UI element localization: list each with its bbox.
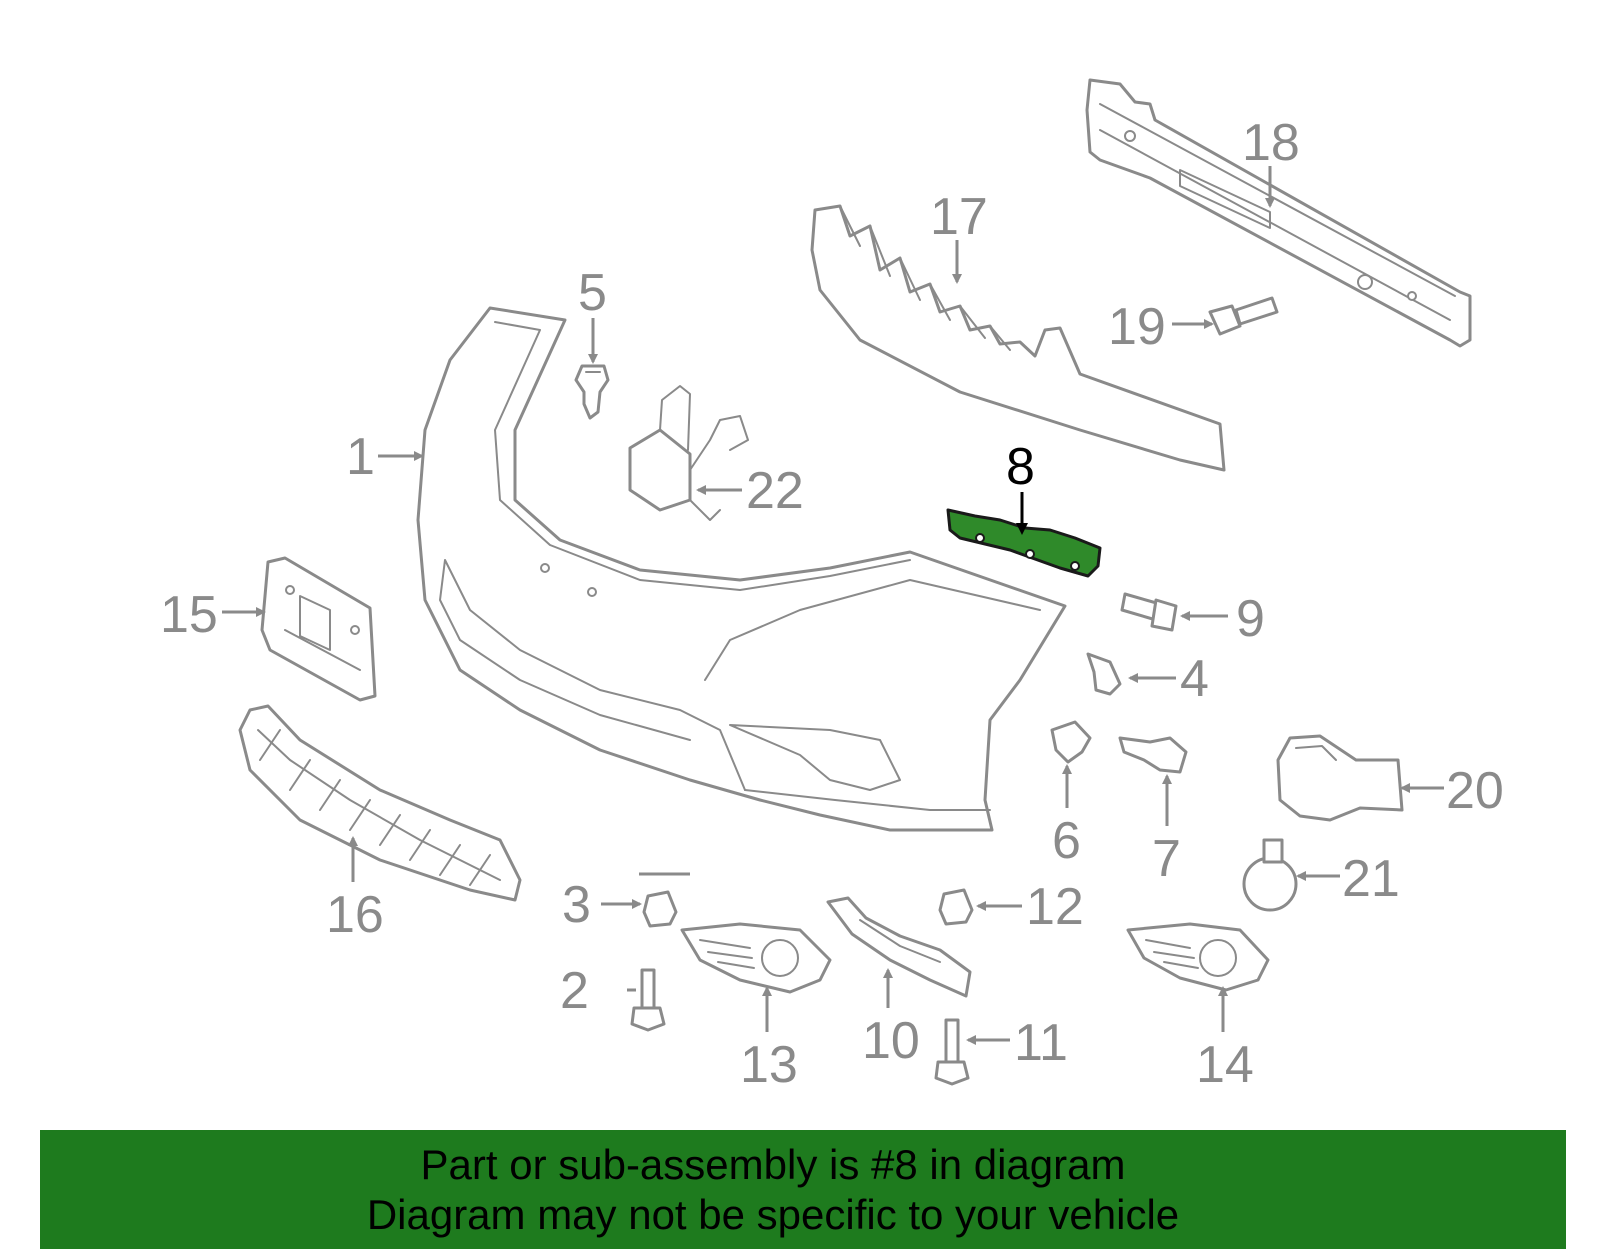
callout-arrows — [222, 166, 1444, 1045]
part-20-sensor-bracket — [1276, 734, 1404, 822]
callout-15: 15 — [160, 586, 218, 644]
part-18-reinforcement-beam — [1085, 78, 1472, 348]
parts-diagram: 1 2 3 4 5 6 7 8 9 10 11 12 13 14 15 16 1… — [160, 78, 1504, 1094]
part-19-bolt — [1208, 296, 1279, 336]
callout-13: 13 — [740, 1036, 798, 1094]
callout-10: 10 — [862, 1012, 920, 1070]
callout-6: 6 — [1052, 812, 1081, 870]
callout-7: 7 — [1152, 830, 1181, 888]
part-11-bolt — [934, 1018, 970, 1086]
callout-labels: 1 2 3 4 5 6 7 8 9 10 11 12 13 14 15 16 1… — [160, 114, 1504, 1094]
callout-14: 14 — [1196, 1036, 1254, 1094]
callout-22: 22 — [746, 462, 804, 520]
part-1-bumper-cover — [416, 306, 1067, 832]
part-13-fog-lamp-cover-left — [680, 922, 832, 994]
part-5-clip — [574, 364, 610, 420]
part-21-sensor — [1242, 838, 1298, 912]
callout-17: 17 — [930, 188, 988, 246]
part-16-lower-grille — [238, 704, 522, 902]
callout-20: 20 — [1446, 762, 1504, 820]
part-22-sensor — [628, 385, 749, 521]
callout-1: 1 — [346, 428, 375, 486]
callout-2: 2 — [560, 962, 589, 1020]
part-9-bolt — [1120, 592, 1178, 632]
part-6-clip — [1050, 720, 1092, 764]
callout-5: 5 — [578, 264, 607, 322]
part-3-nut — [642, 890, 678, 928]
callout-12: 12 — [1026, 878, 1084, 936]
part-8-bracket-highlighted — [946, 508, 1102, 578]
callout-9: 9 — [1236, 590, 1265, 648]
part-10-bracket — [826, 896, 972, 998]
banner-line-1: Part or sub-assembly is #8 in diagram — [420, 1141, 1126, 1188]
callout-19: 19 — [1108, 298, 1166, 356]
callout-4: 4 — [1180, 650, 1209, 708]
part-7-clip — [1118, 736, 1188, 774]
part-4-screw — [1086, 652, 1122, 696]
part-17-energy-absorber — [810, 204, 1226, 472]
part-14-fog-lamp-cover-right — [1126, 922, 1270, 992]
part-2-bolt — [630, 968, 666, 1032]
banner-line-2: Diagram may not be specific to your vehi… — [366, 1191, 1180, 1238]
callout-11: 11 — [1014, 1014, 1068, 1072]
part-12-nut — [938, 888, 974, 926]
callout-18: 18 — [1242, 114, 1300, 172]
callout-8-highlighted: 8 — [1006, 438, 1035, 496]
callout-3: 3 — [562, 876, 591, 934]
callout-16: 16 — [326, 886, 384, 944]
part-15-license-plate-bracket — [260, 556, 377, 702]
info-banner: Part or sub-assembly is #8 in diagram Di… — [40, 1130, 1566, 1249]
callout-21: 21 — [1342, 850, 1400, 908]
